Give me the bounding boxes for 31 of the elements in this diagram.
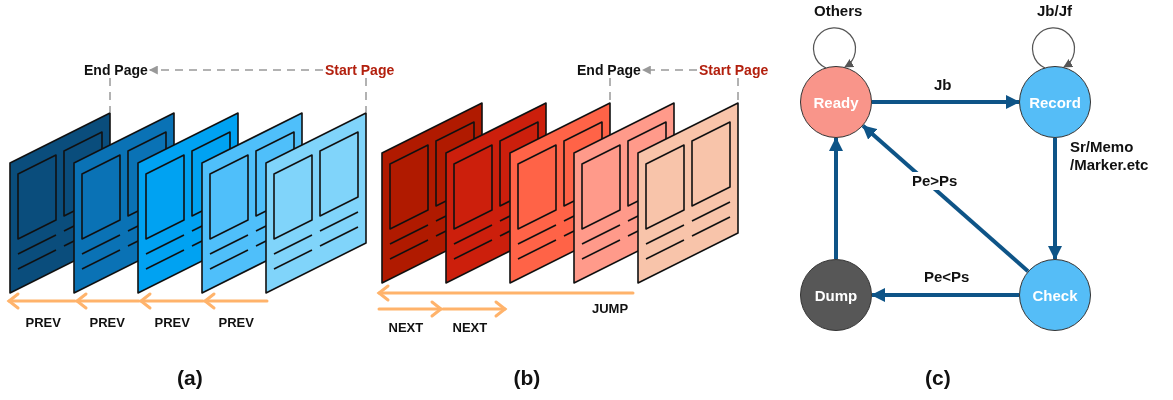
page-drawing [265,112,367,294]
arrow [1048,138,1062,260]
arrow [861,124,1030,273]
self-loop-arrow [1031,27,1076,69]
action-label: NEXT [388,320,424,335]
state-label: Check [1032,286,1078,304]
panel-label: (b) [513,366,541,390]
arrow [872,95,1020,109]
page-label: End Page [577,62,641,78]
dashed-arrow [148,65,324,75]
action-label: PREV [218,315,254,330]
page-label: Start Page [699,62,769,78]
action-label: NEXT [452,320,488,335]
state-label: Record [1029,93,1081,111]
edge-label: Pe>Ps [910,172,960,190]
state-label: Ready [813,93,859,111]
self-loop-arrow [812,27,857,69]
action-label: PREV [25,315,61,330]
page-label: End Page [84,62,148,78]
panel-label: (a) [177,366,203,390]
action-label: PREV [154,315,190,330]
panel-label: (c) [925,366,951,390]
page-drawing [637,102,739,284]
state-circle [800,66,872,138]
action-label: PREV [89,315,125,330]
arrow [871,288,1019,302]
page-label: Start Page [325,62,395,78]
state-label: Dump [814,286,858,304]
dashed-arrow [641,65,698,75]
action-label: JUMP [592,301,629,316]
arrow [829,137,843,259]
